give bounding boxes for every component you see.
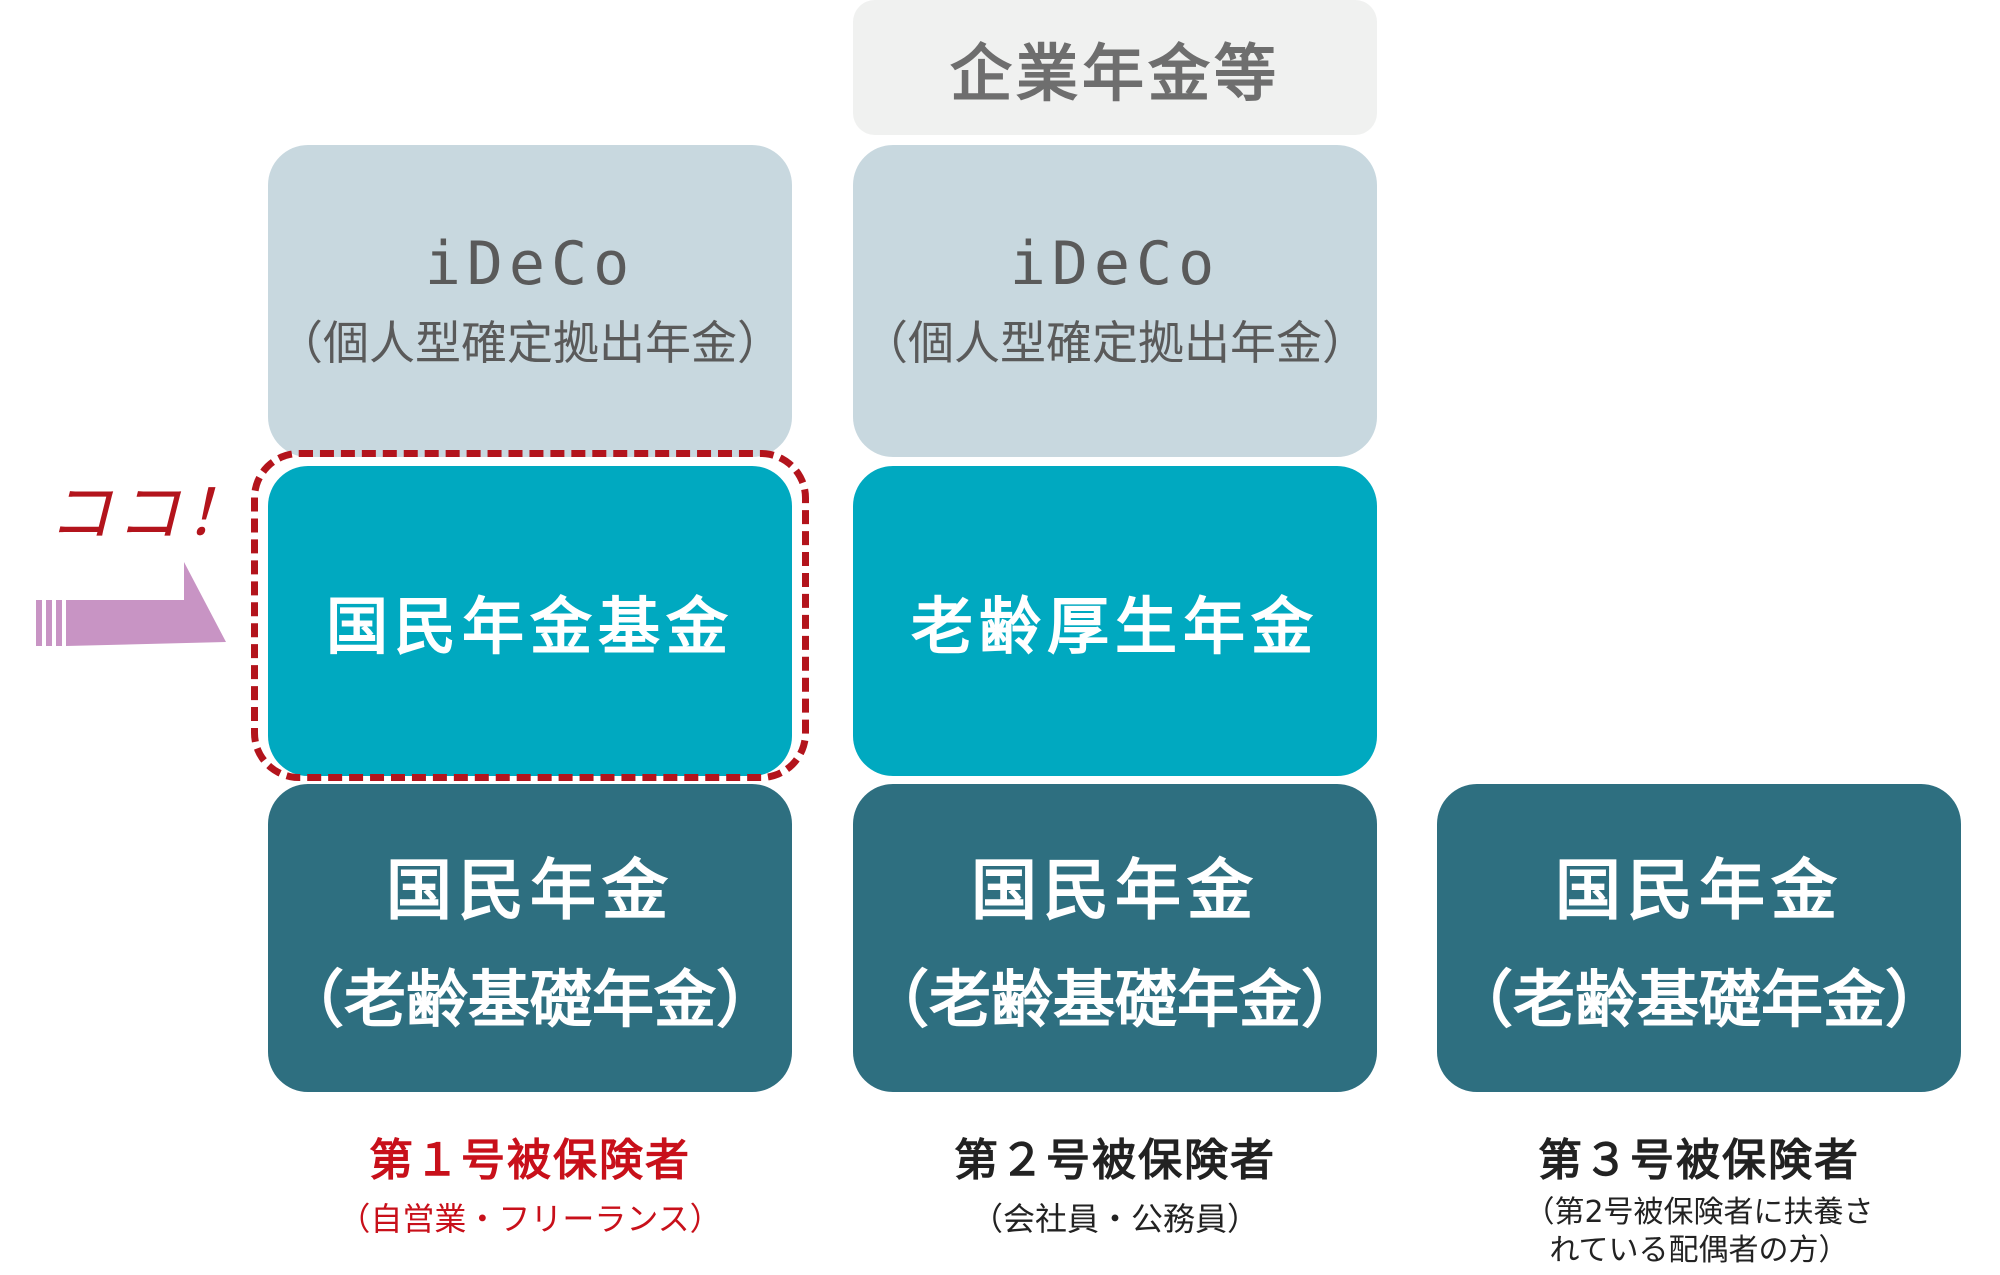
caption-title: 第１号被保険者 bbox=[369, 1135, 691, 1186]
caption-title: 第２号被保険者 bbox=[954, 1135, 1276, 1186]
caption-subtitle-line2: れている配偶者の方） bbox=[1549, 1233, 1849, 1268]
caption-col2: 第２号被保険者 （会社員・公務員） bbox=[853, 1124, 1377, 1240]
caption-title: 第３号被保険者 bbox=[1538, 1135, 1860, 1186]
corporate-pension-label: 企業年金等 bbox=[949, 36, 1280, 110]
national-pension-box-col1: 国民年金 （老齢基礎年金） bbox=[268, 784, 792, 1092]
corporate-pension-box: 企業年金等 bbox=[853, 0, 1377, 135]
ideco-title: iDeCo bbox=[1009, 229, 1221, 299]
base-title: 国民年金 bbox=[971, 852, 1259, 929]
national-pension-box-col2: 国民年金 （老齢基礎年金） bbox=[853, 784, 1377, 1092]
base-subtitle: （老齢基礎年金） bbox=[281, 963, 778, 1036]
base-subtitle: （老齢基礎年金） bbox=[866, 963, 1363, 1036]
national-pension-fund-box: 国民年金基金 bbox=[268, 466, 792, 776]
ideco-title: iDeCo bbox=[424, 229, 636, 299]
base-subtitle: （老齢基礎年金） bbox=[1450, 963, 1947, 1036]
caption-subtitle: （自営業・フリーランス） bbox=[338, 1200, 722, 1238]
caption-subtitle: （会社員・公務員） bbox=[970, 1200, 1259, 1238]
ideco-box-col2: iDeCo （個人型確定拠出年金） bbox=[853, 145, 1377, 457]
employees-pension-box: 老齢厚生年金 bbox=[853, 466, 1377, 776]
ideco-box-col1: iDeCo （個人型確定拠出年金） bbox=[268, 145, 792, 457]
ideco-subtitle: （個人型確定拠出年金） bbox=[862, 316, 1368, 370]
national-pension-fund-label: 国民年金基金 bbox=[325, 590, 734, 663]
caption-subtitle-line1: （第2号被保険者に扶養さ bbox=[1524, 1195, 1874, 1230]
base-title: 国民年金 bbox=[1555, 852, 1843, 929]
callout-text: ココ！ bbox=[48, 477, 252, 551]
base-title: 国民年金 bbox=[386, 852, 674, 929]
caption-col3: 第３号被保険者 （第2号被保険者に扶養さ れている配偶者の方） bbox=[1437, 1124, 1961, 1270]
pointer-arrow-icon bbox=[36, 562, 226, 646]
caption-col1: 第１号被保険者 （自営業・フリーランス） bbox=[268, 1124, 792, 1240]
highlight-dashed-frame bbox=[251, 450, 809, 781]
ideco-subtitle: （個人型確定拠出年金） bbox=[277, 316, 783, 370]
national-pension-box-col3: 国民年金 （老齢基礎年金） bbox=[1437, 784, 1961, 1092]
employees-pension-label: 老齢厚生年金 bbox=[910, 590, 1319, 663]
